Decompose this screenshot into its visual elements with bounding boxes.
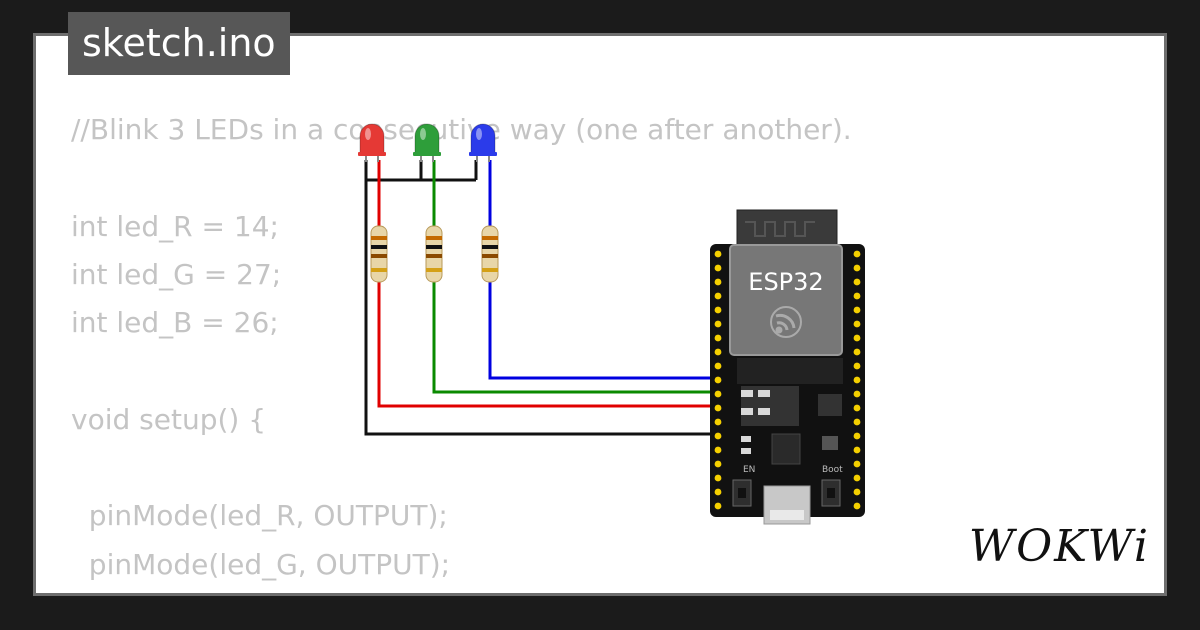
wokwi-logo: WOKWi xyxy=(968,521,1150,572)
header-pin[interactable] xyxy=(853,320,861,328)
header-pin[interactable] xyxy=(714,320,722,328)
code-line: pinMode(led_G, OUTPUT); xyxy=(71,547,451,581)
header-pin[interactable] xyxy=(853,502,861,510)
header-pin[interactable] xyxy=(853,446,861,454)
resistors xyxy=(370,225,499,283)
header-pin[interactable] xyxy=(714,362,722,370)
ground-bus-wire xyxy=(364,160,478,182)
header-pin[interactable] xyxy=(853,362,861,370)
header-pin[interactable] xyxy=(714,250,722,258)
file-tab[interactable]: sketch.ino xyxy=(68,12,290,75)
header-pin[interactable] xyxy=(853,390,861,398)
red-led-wire[interactable] xyxy=(377,160,722,408)
green-led-wire[interactable] xyxy=(432,160,722,394)
header-pin[interactable] xyxy=(714,418,722,426)
header-pin[interactable] xyxy=(853,404,861,412)
code-line: pinMode(led_R, OUTPUT); xyxy=(71,499,448,533)
resistor-red[interactable] xyxy=(370,225,388,283)
header-pin[interactable] xyxy=(853,460,861,468)
header-pin[interactable] xyxy=(853,488,861,496)
blue-led-wire[interactable] xyxy=(488,160,722,380)
usb-port xyxy=(763,485,811,525)
header-pin[interactable] xyxy=(853,474,861,482)
header-pin[interactable] xyxy=(714,334,722,342)
header-pin[interactable] xyxy=(714,348,722,356)
led-green[interactable] xyxy=(413,123,441,162)
header-pin[interactable] xyxy=(714,432,722,440)
left-pin-header xyxy=(714,250,722,510)
espressif-logo-icon xyxy=(770,306,802,338)
wires xyxy=(364,160,722,436)
header-pin[interactable] xyxy=(853,432,861,440)
led-blue[interactable] xyxy=(469,123,497,162)
header-pin[interactable] xyxy=(853,418,861,426)
en-label: EN xyxy=(743,465,755,475)
sketch-preview-card: //Blink 3 LEDs in a consecutive way (one… xyxy=(33,33,1167,596)
header-pin[interactable] xyxy=(714,446,722,454)
header-pin[interactable] xyxy=(714,292,722,300)
esp32-board[interactable]: ESP32 EN Boot xyxy=(710,209,865,525)
header-pin[interactable] xyxy=(714,488,722,496)
header-pin[interactable] xyxy=(714,502,722,510)
header-pin[interactable] xyxy=(853,250,861,258)
en-button[interactable] xyxy=(732,479,752,507)
header-pin[interactable] xyxy=(714,306,722,314)
header-pin[interactable] xyxy=(714,474,722,482)
header-pin[interactable] xyxy=(714,460,722,468)
code-line: int led_G = 27; xyxy=(71,257,282,291)
boot-button[interactable] xyxy=(821,479,841,507)
code-line: int led_R = 14; xyxy=(71,209,279,243)
led-red[interactable] xyxy=(358,123,386,162)
header-pin[interactable] xyxy=(714,278,722,286)
header-pin[interactable] xyxy=(853,376,861,384)
header-pin[interactable] xyxy=(714,404,722,412)
header-pin[interactable] xyxy=(714,376,722,384)
header-pin[interactable] xyxy=(853,292,861,300)
header-pin[interactable] xyxy=(853,306,861,314)
header-pin[interactable] xyxy=(853,264,861,272)
code-line: void setup() { xyxy=(71,402,267,436)
header-pin[interactable] xyxy=(714,264,722,272)
boot-label: Boot xyxy=(822,465,843,475)
header-pin[interactable] xyxy=(853,334,861,342)
ground-wire xyxy=(364,160,722,436)
code-line: int led_B = 26; xyxy=(71,306,279,340)
header-pin[interactable] xyxy=(853,348,861,356)
resistor-green[interactable] xyxy=(425,225,443,283)
header-pin[interactable] xyxy=(853,278,861,286)
right-pin-header xyxy=(853,250,861,510)
resistor-blue[interactable] xyxy=(481,225,499,283)
leds xyxy=(358,123,497,162)
header-pin[interactable] xyxy=(714,390,722,398)
esp32-label: ESP32 xyxy=(748,268,823,296)
